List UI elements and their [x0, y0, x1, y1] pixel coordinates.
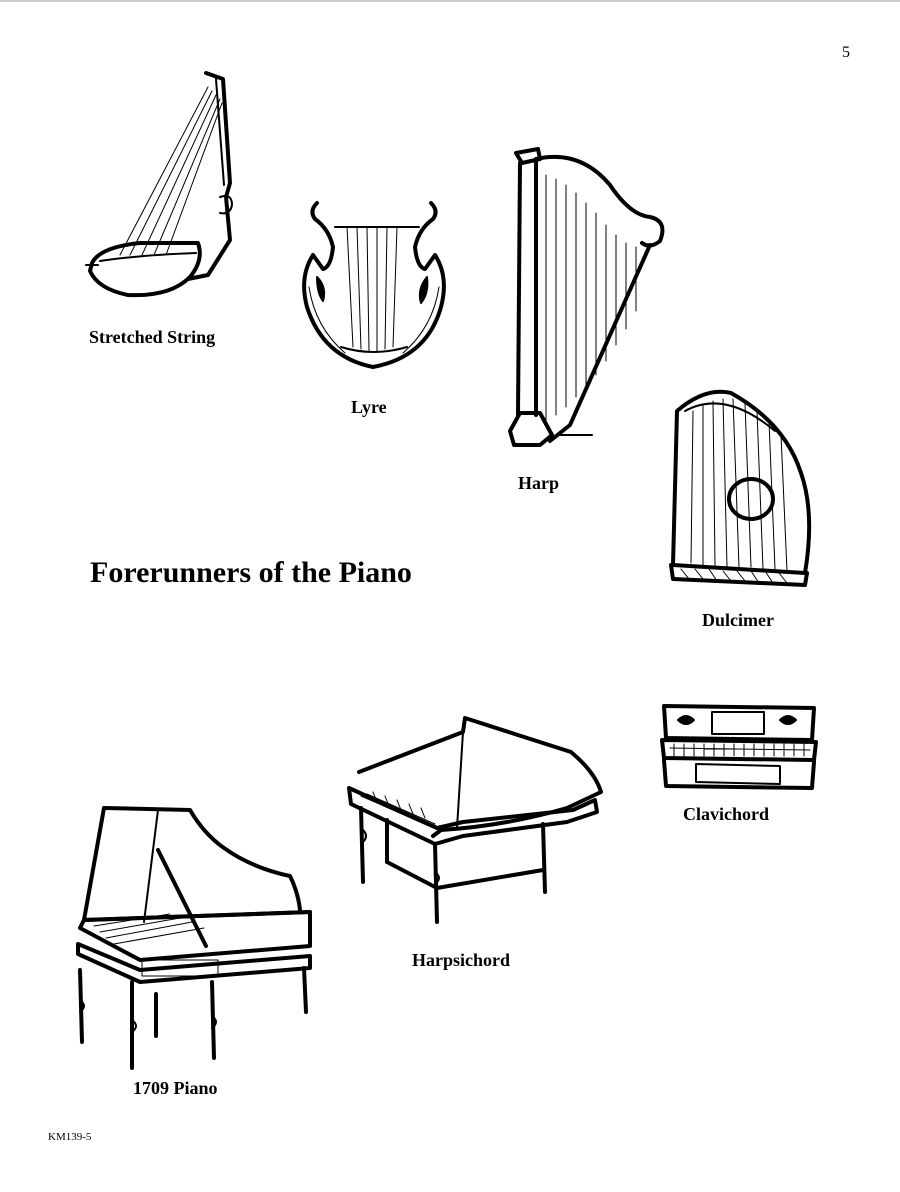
footer-code: KM139-5: [48, 1131, 92, 1143]
caption-harp: Harp: [518, 473, 560, 493]
harp-illustration: [508, 147, 665, 447]
caption-piano-1709: 1709 Piano: [133, 1078, 218, 1098]
piano-1709-illustration: [76, 806, 312, 1070]
harpsichord-illustration: [347, 716, 603, 924]
page-title: Forerunners of the Piano: [90, 556, 412, 589]
caption-harpsichord: Harpsichord: [412, 950, 511, 970]
dulcimer-illustration: [669, 389, 812, 587]
lyre-illustration: [302, 201, 446, 369]
caption-stretched-string: Stretched String: [89, 327, 216, 347]
caption-dulcimer: Dulcimer: [702, 610, 774, 630]
clavichord-illustration: [660, 704, 818, 790]
page-number: 5: [842, 44, 850, 61]
caption-lyre: Lyre: [351, 397, 387, 417]
stretched-string-illustration: [85, 71, 233, 298]
caption-clavichord: Clavichord: [683, 804, 770, 824]
top-edge: [0, 0, 900, 2]
